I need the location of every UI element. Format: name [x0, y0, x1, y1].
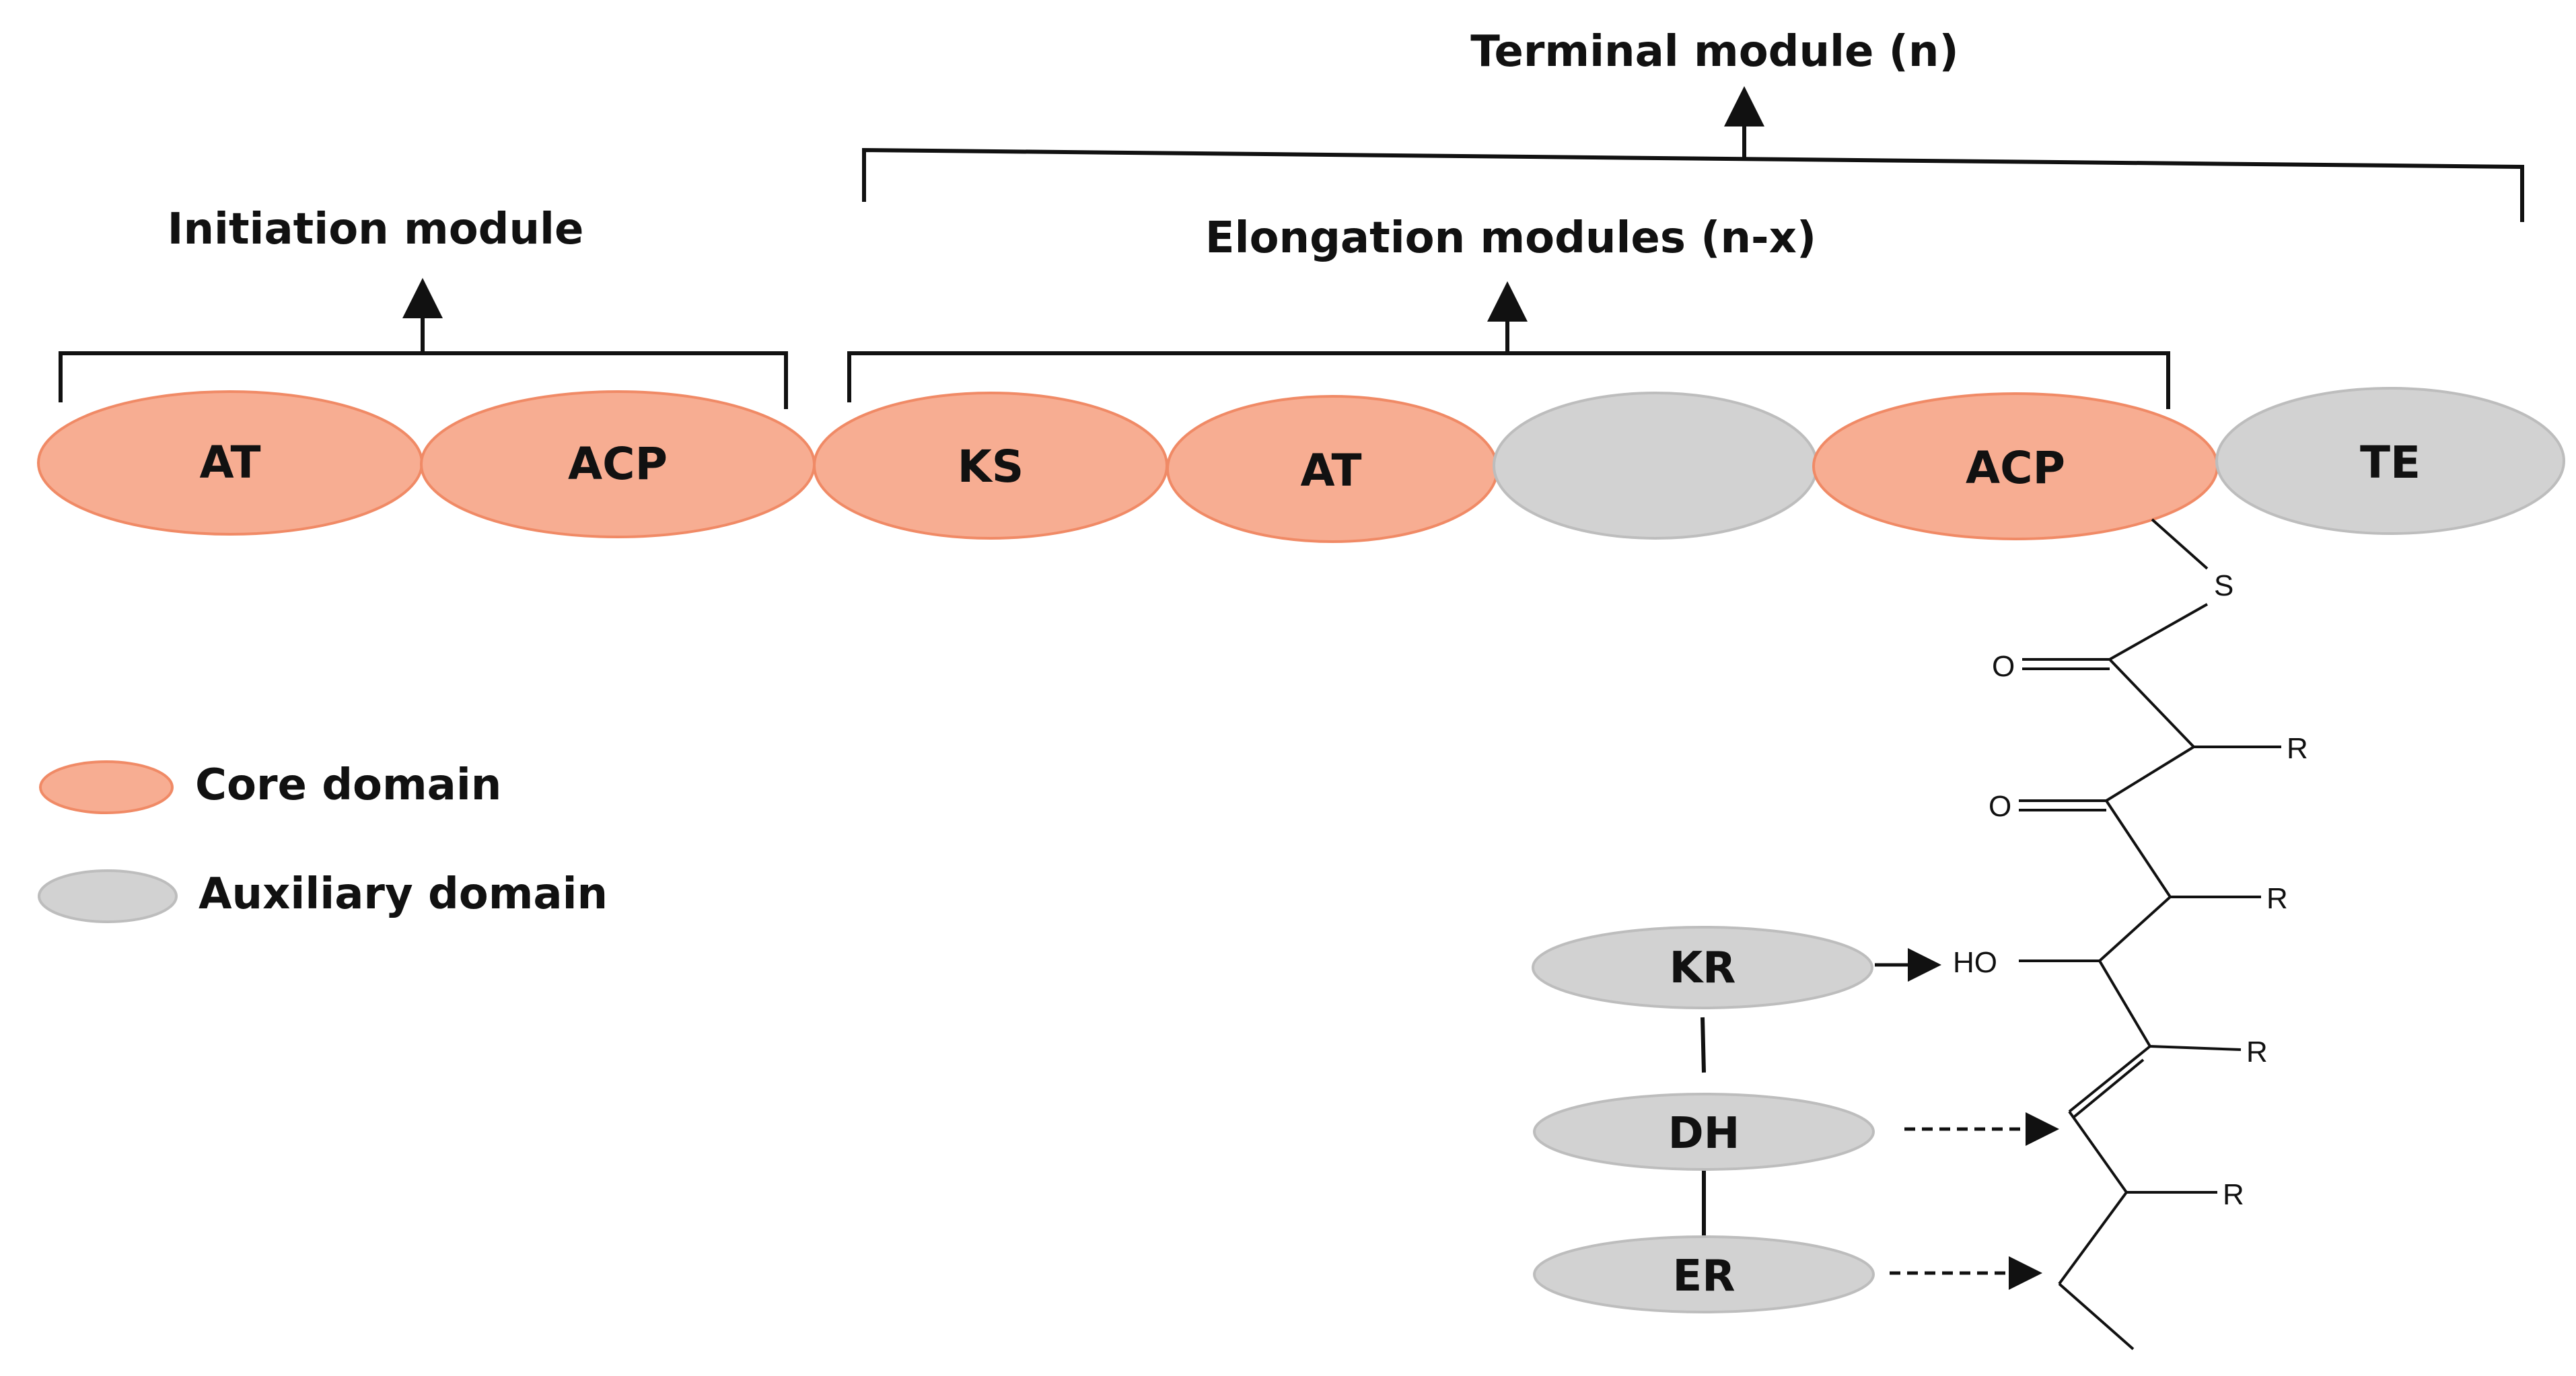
- r-group-1: R: [2287, 732, 2308, 765]
- dh-domain: [1533, 1093, 1875, 1171]
- elongation-modules-title: Elongation modules (n-x): [1205, 213, 1816, 263]
- chain-bond-2: [2105, 746, 2195, 802]
- legend-core-label: Core domain: [195, 760, 501, 810]
- terminal-module-bracket: [862, 86, 2524, 222]
- legend: Core domain Auxiliary domain: [38, 760, 608, 923]
- oxygen-atom-1: O: [1992, 650, 2015, 683]
- dh-label: DH: [1668, 1109, 1740, 1159]
- legend-auxiliary-swatch: [38, 869, 178, 923]
- elong-acp-label: ACP: [1966, 442, 2065, 494]
- chain-bond-6: [2068, 1110, 2128, 1194]
- er-domain: [1533, 1235, 1875, 1313]
- init-acp-label: ACP: [568, 438, 668, 490]
- init-at-label: AT: [200, 437, 261, 488]
- initiation-module-bracket: [59, 278, 788, 409]
- kr-dh-connector: [1701, 1017, 1706, 1073]
- chain-bond-1: [2108, 658, 2195, 748]
- alkene-double-a: [2068, 1045, 2151, 1113]
- ks-label: KS: [958, 441, 1024, 493]
- sulfur-atom: S: [2214, 569, 2233, 602]
- acp-s-bond: [2151, 518, 2209, 570]
- kr-label: KR: [1670, 943, 1736, 993]
- auxiliary-domain-blank: [1493, 392, 1818, 540]
- te-label: TE: [2360, 437, 2421, 488]
- chain-bond-7: [2058, 1191, 2128, 1285]
- chain-bond-5: [2098, 959, 2151, 1048]
- domain-row: AT ACP KS AT ACP TE: [37, 387, 2565, 543]
- elong-at-label: AT: [1301, 445, 1362, 497]
- s-carbonyl-bond: [2109, 603, 2208, 661]
- r-group-2: R: [2266, 882, 2288, 915]
- oxygen-atom-2: O: [1989, 790, 2011, 823]
- chain-bond-4: [2098, 896, 2172, 962]
- chain-bond-3: [2105, 799, 2172, 898]
- reductive-domains: KR DH ER: [1532, 926, 2059, 1313]
- r-group-4: R: [2223, 1178, 2244, 1211]
- hydroxyl-group: HO: [1953, 946, 1997, 979]
- initiation-module-title: Initiation module: [168, 205, 584, 254]
- elongation-modules-bracket: [847, 281, 2170, 409]
- chain-bond-8: [2058, 1282, 2135, 1350]
- kr-domain: [1532, 926, 1873, 1009]
- te-domain: [2215, 387, 2565, 535]
- terminal-module-title: Terminal module (n): [1470, 27, 1958, 77]
- alkene-double-b: [2073, 1058, 2145, 1118]
- legend-core-swatch: [39, 760, 174, 814]
- r3-bond: [2149, 1045, 2242, 1051]
- chain-atom-labels: S O R O R HO R R: [1953, 569, 2308, 1211]
- er-label: ER: [1673, 1252, 1736, 1301]
- polyketide-chain: [2019, 518, 2281, 1350]
- r-group-3: R: [2246, 1036, 2268, 1069]
- legend-auxiliary-label: Auxiliary domain: [199, 869, 608, 919]
